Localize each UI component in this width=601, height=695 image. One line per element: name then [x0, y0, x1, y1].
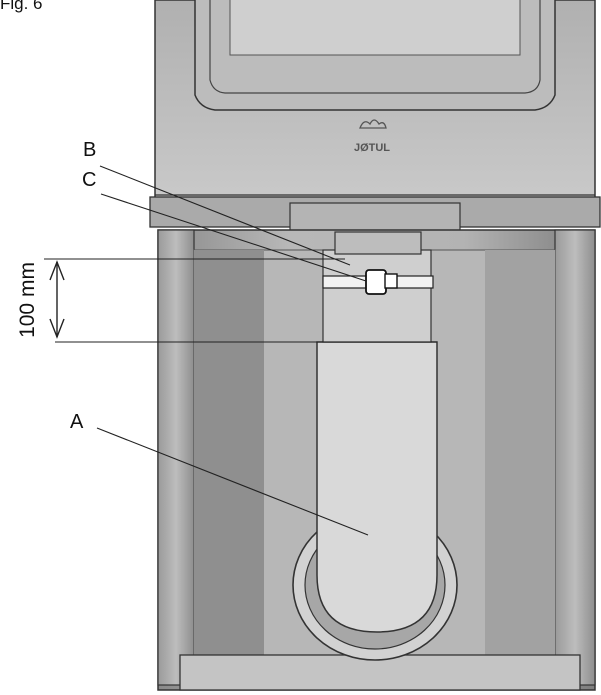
flue-pipe: [316, 231, 438, 633]
callout-c: C: [82, 169, 367, 282]
dimension-arrowhead-down: [49, 318, 65, 339]
callout-label-c: C: [82, 169, 96, 191]
callout-label-a: A: [70, 411, 84, 433]
dimension-label: 100 mm: [16, 262, 39, 338]
callout-label-b: B: [83, 139, 96, 161]
callout-b: B: [83, 139, 351, 266]
dimension-100mm: 100 mm: [16, 258, 437, 343]
figure-title: Fig. 6: [0, 0, 43, 13]
leader-line-b: [99, 165, 351, 266]
brand-logo-text: JØTUL: [354, 142, 390, 154]
pipe-clamp: [322, 269, 434, 295]
brand-logo: JØTUL: [354, 119, 390, 154]
leader-line-c: [100, 193, 367, 282]
stove-upper-body: [154, 0, 596, 201]
callout-a: A: [70, 411, 369, 536]
dimension-arrowhead-up: [49, 260, 65, 281]
leader-line-a: [96, 427, 369, 536]
